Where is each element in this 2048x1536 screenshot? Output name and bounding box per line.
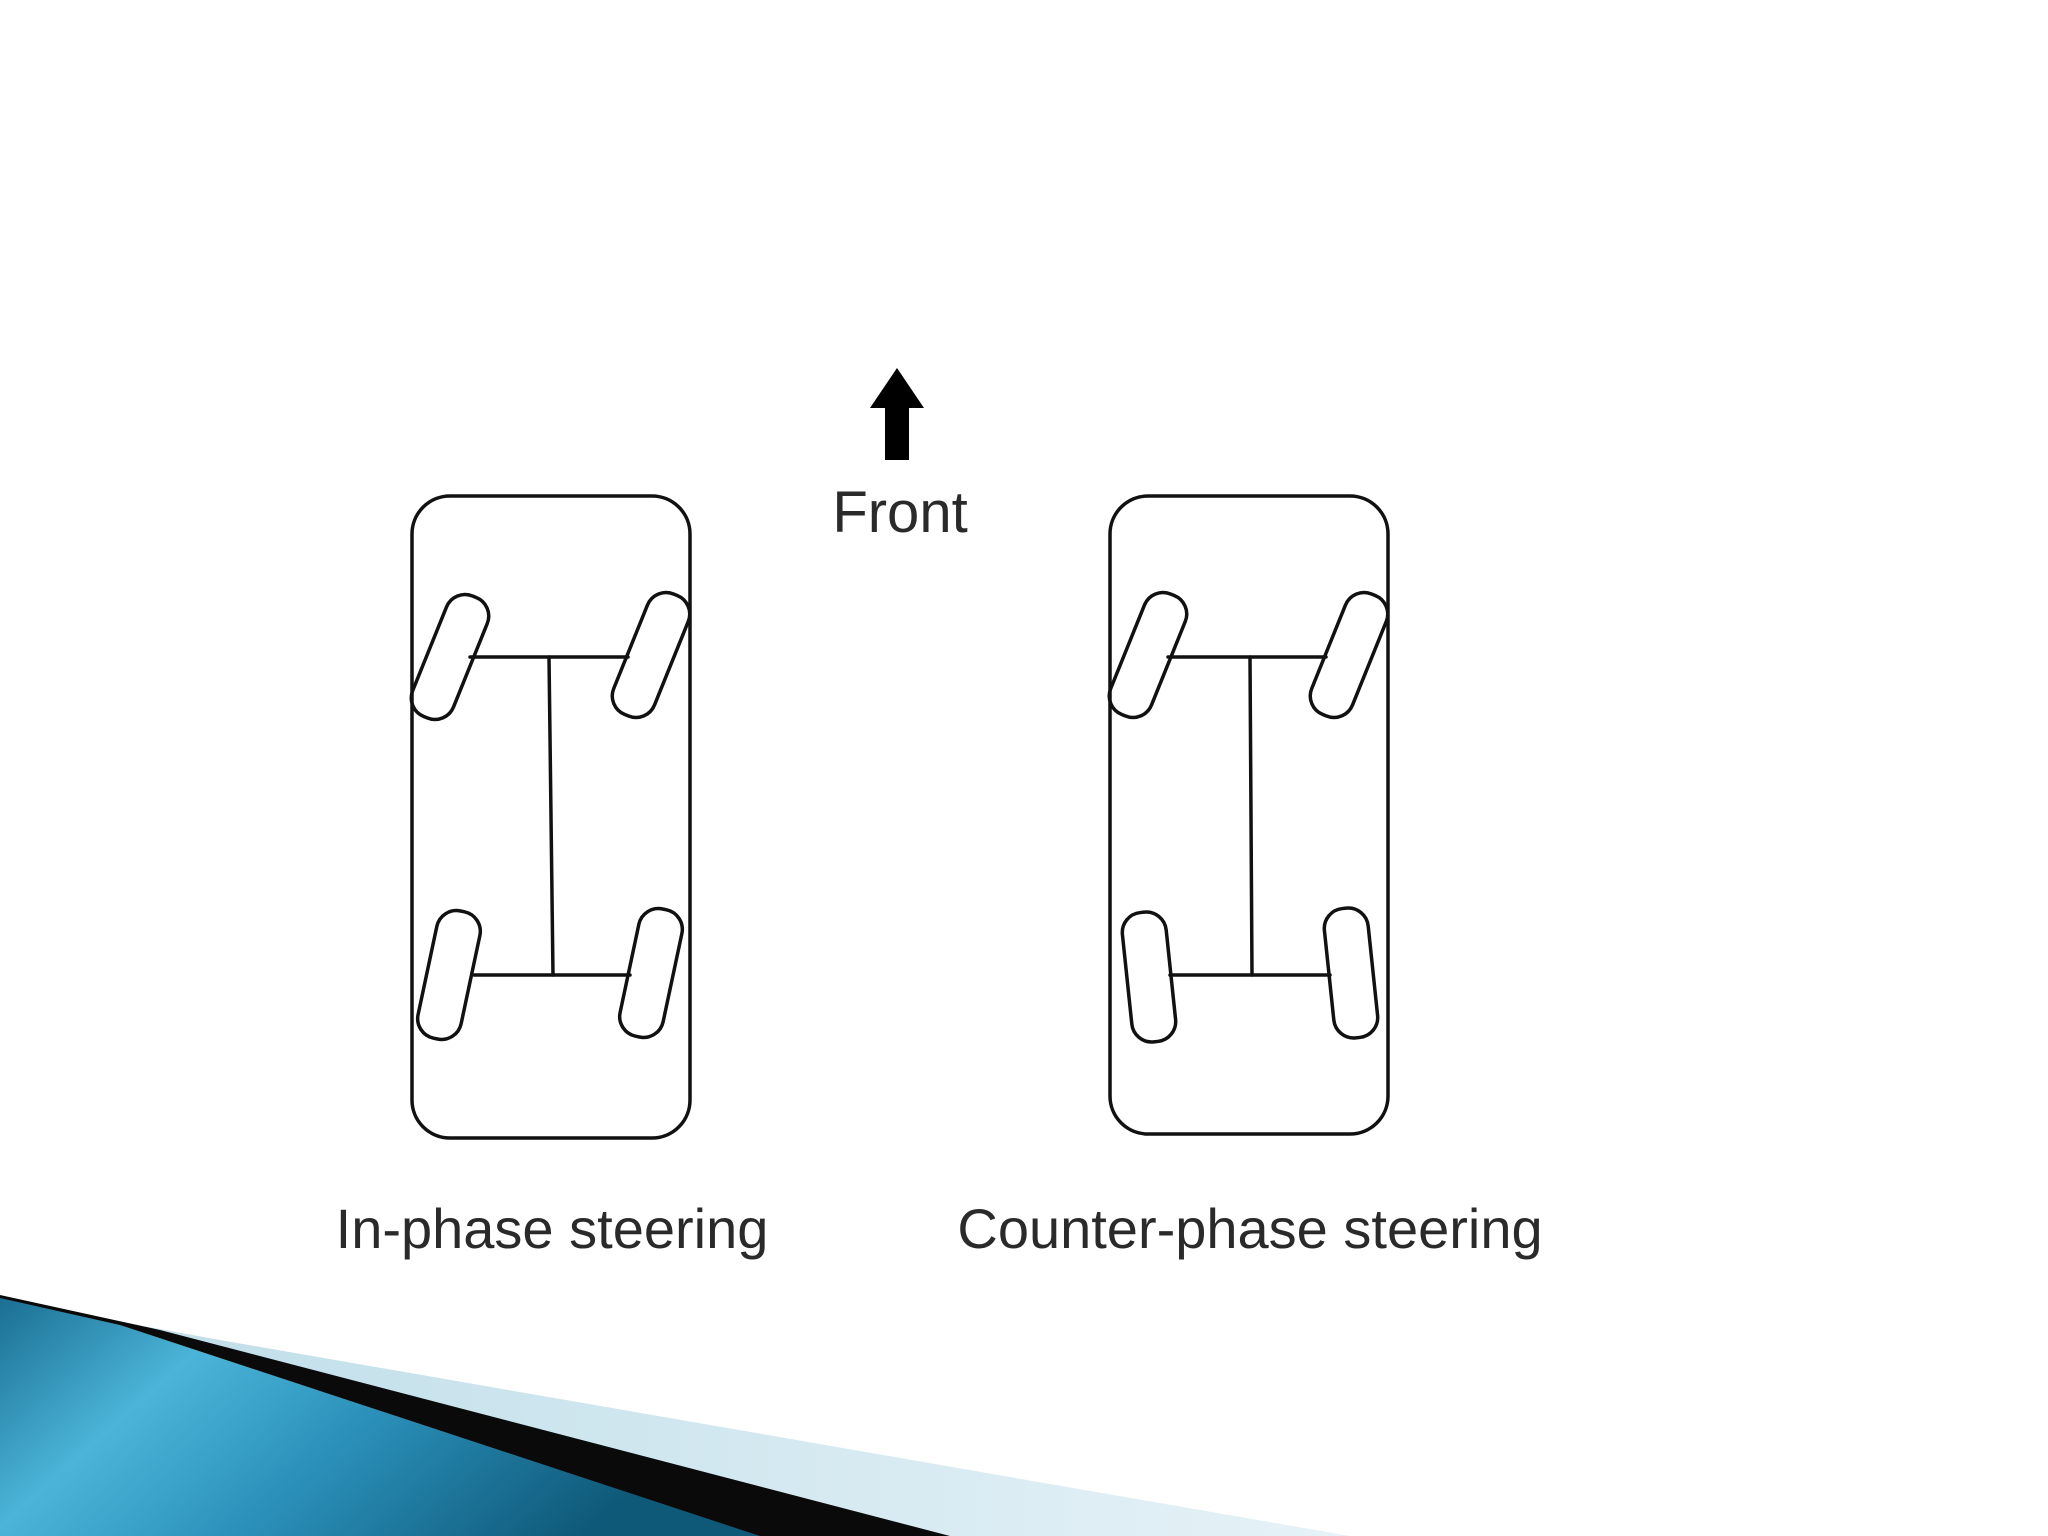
slide-decoration: [0, 1295, 1350, 1536]
wheel-front-left: [1107, 590, 1189, 720]
car-in-phase: [409, 494, 692, 1140]
wheel-front-left: [409, 592, 491, 722]
front-indicator: Front: [832, 368, 968, 545]
car-body: [1108, 494, 1390, 1136]
car-body: [410, 494, 692, 1140]
wheel-rear-right: [1322, 906, 1380, 1040]
car-counter-phase: [1107, 494, 1390, 1136]
front-arrow-icon: [870, 368, 924, 460]
wheel-rear-left: [415, 908, 483, 1042]
wheel-front-right: [1308, 590, 1390, 720]
front-label: Front: [832, 480, 967, 545]
wheel-rear-left: [1120, 910, 1178, 1044]
wheel-front-right: [610, 590, 692, 720]
caption-counter-phase: Counter-phase steering: [957, 1197, 1542, 1260]
wheel-rear-right: [617, 906, 685, 1040]
center-shaft: [1248, 655, 1254, 977]
center-shaft: [547, 655, 555, 977]
decor-blue-band: [0, 1298, 760, 1536]
caption-in-phase: In-phase steering: [336, 1197, 769, 1260]
